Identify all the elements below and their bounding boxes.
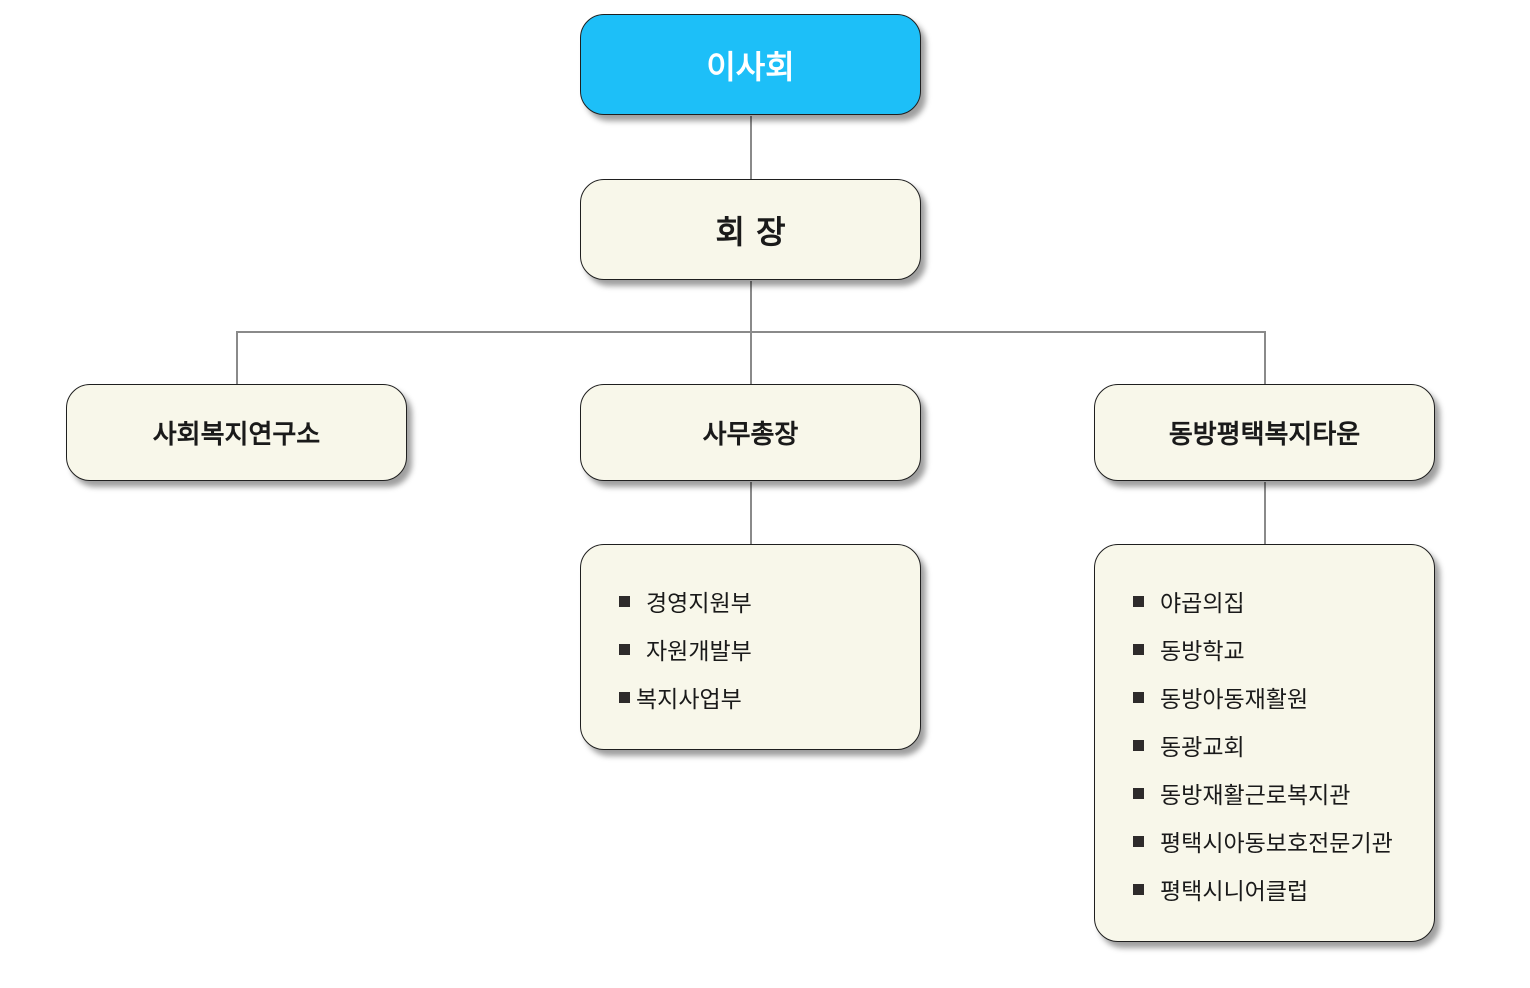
facility-label: 평택시아동보호전문기관 [1160,831,1393,857]
bullet-icon [1133,691,1144,703]
facility-label: 야곱의집 [1160,591,1245,617]
bullet-icon [619,595,630,607]
board-label: 이사회 [706,47,795,86]
connector-board-president [750,116,752,180]
connector-branch-town [1264,331,1266,385]
town-label: 동방평택복지타운 [1168,420,1361,450]
town-facilities-list: 야곱의집 동방학교 동방아동재활원 동광교회 동방재활근로복지관 평택시아동보호… [1133,577,1393,913]
list-item: 평택시아동보호전문기관 [1133,817,1393,865]
bullet-icon [1133,883,1144,895]
secretary-general-label: 사무총장 [702,420,799,450]
list-item: 동방학교 [1133,625,1393,673]
facility-label: 평택시니어클럽 [1160,879,1309,905]
list-item: 자원개발부 [619,625,752,673]
facility-label: 동방아동재활원 [1160,687,1309,713]
unit-label: 자원개발부 [646,639,752,665]
list-item: 동광교회 [1133,721,1393,769]
bullet-icon [619,691,630,703]
list-item: 경영지원부 [619,577,752,625]
list-item: 동방재활근로복지관 [1133,769,1393,817]
connector-branch-horizontal [236,331,1266,333]
president-node: 회 장 [580,179,921,280]
list-item: 평택시니어클럽 [1133,865,1393,913]
town-node: 동방평택복지타운 [1094,384,1435,481]
list-item: 동방아동재활원 [1133,673,1393,721]
connector-secretary-units [750,482,752,545]
unit-label: 경영지원부 [646,591,752,617]
board-node: 이사회 [580,14,921,115]
secretariat-units-box: 경영지원부 자원개발부 복지사업부 [580,544,921,750]
institute-node: 사회복지연구소 [66,384,407,481]
bullet-icon [619,643,630,655]
connector-president-branch [750,281,752,385]
facility-label: 동방학교 [1160,639,1245,665]
list-item: 복지사업부 [619,673,752,721]
connector-branch-institute [236,331,238,385]
bullet-icon [1133,643,1144,655]
bullet-icon [1133,787,1144,799]
unit-label: 복지사업부 [636,687,742,713]
bullet-icon [1133,835,1144,847]
list-item: 야곱의집 [1133,577,1393,625]
facility-label: 동방재활근로복지관 [1160,783,1351,809]
town-facilities-box: 야곱의집 동방학교 동방아동재활원 동광교회 동방재활근로복지관 평택시아동보호… [1094,544,1435,942]
bullet-icon [1133,739,1144,751]
secretariat-units-list: 경영지원부 자원개발부 복지사업부 [619,577,752,721]
facility-label: 동광교회 [1160,735,1245,761]
institute-label: 사회복지연구소 [152,420,321,450]
connector-town-facilities [1264,482,1266,545]
president-label: 회 장 [715,212,786,251]
secretary-general-node: 사무총장 [580,384,921,481]
bullet-icon [1133,595,1144,607]
